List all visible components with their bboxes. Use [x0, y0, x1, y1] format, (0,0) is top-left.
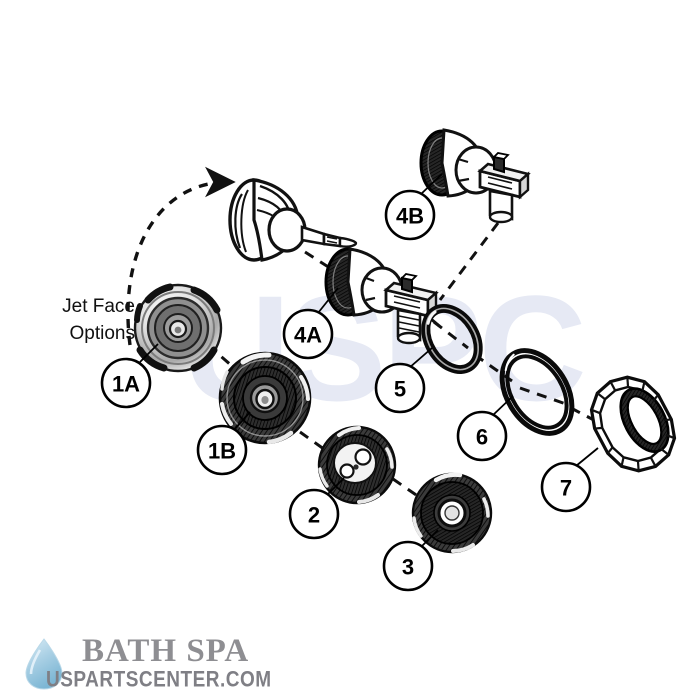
callout-2[interactable]: 2: [288, 488, 340, 540]
callout-5-label: 5: [394, 377, 406, 402]
callout-2-label: 2: [308, 503, 320, 528]
callout-1B[interactable]: 1B: [196, 424, 248, 476]
jet-face-options-line2: Options: [70, 323, 135, 344]
part-6-o-ring-large: [499, 348, 575, 436]
callout-leader-lines: [139, 173, 599, 548]
callout-4B[interactable]: 4B: [384, 189, 436, 241]
callout-1B-label: 1B: [208, 439, 236, 464]
callout-3-circle[interactable]: [382, 540, 434, 592]
callout-5-circle[interactable]: [374, 362, 426, 414]
part-nozzle-top-assembly: [228, 178, 358, 262]
jet-face-options-line1: Jet Face: [62, 296, 135, 317]
callout-6-label: 6: [476, 425, 488, 450]
part-7-retaining-lock-nut: [589, 375, 677, 473]
jet-face-swap-arrow: [126, 166, 236, 346]
callout-4A-circle[interactable]: [282, 308, 334, 360]
callout-2-circle[interactable]: [288, 488, 340, 540]
callout-1B-circle[interactable]: [196, 424, 248, 476]
callout-4A[interactable]: 4A: [282, 308, 334, 360]
callout-6-circle[interactable]: [456, 410, 508, 462]
callout-1A-label: 1A: [112, 372, 140, 397]
callout-4B-circle[interactable]: [384, 189, 436, 241]
logo-site-text: USPARTSCENTER.COM: [46, 668, 272, 693]
callout-4B-label: 4B: [396, 204, 424, 229]
part-3-diffuser-disc: [411, 472, 493, 554]
part-1a-jet-face-chrome: [133, 283, 223, 373]
callout-4A-label: 4A: [294, 323, 322, 348]
water-droplet-icon: [25, 638, 63, 690]
jet-face-options-annotation: Jet Face Options: [62, 296, 135, 344]
callout-3[interactable]: 3: [382, 540, 434, 592]
callout-7-circle[interactable]: [540, 461, 592, 513]
callout-1A[interactable]: 1A: [100, 357, 152, 409]
callout-6[interactable]: 6: [456, 410, 508, 462]
callout-3-label: 3: [402, 555, 414, 580]
part-4b-jet-body-nozzle: [419, 128, 531, 224]
callout-7-label: 7: [560, 476, 572, 501]
callout-5[interactable]: 5: [374, 362, 426, 414]
site-logo[interactable]: BATH SPA USPARTSCENTER.COM: [16, 634, 376, 696]
callout-1A-circle[interactable]: [100, 357, 152, 409]
part-5-o-ring-small: [421, 303, 483, 375]
callout-7[interactable]: 7: [540, 461, 592, 513]
logo-brand-text: BATH SPA: [82, 633, 250, 669]
